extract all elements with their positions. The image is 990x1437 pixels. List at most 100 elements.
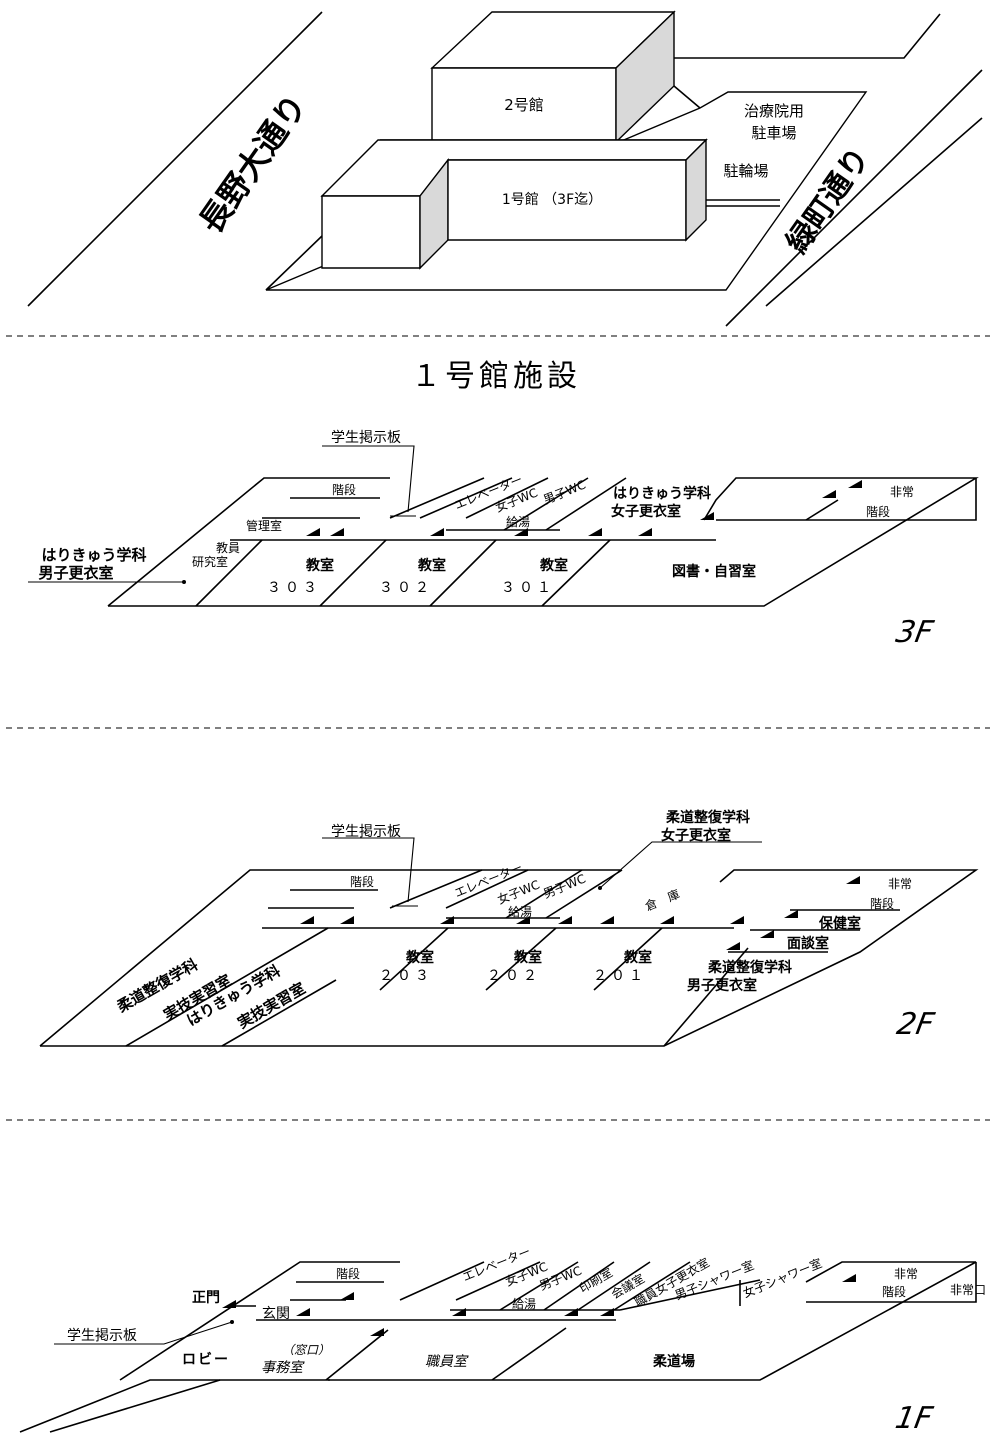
floor3-div-4 bbox=[541, 539, 611, 607]
floor2-div-3 bbox=[485, 927, 557, 991]
floor2-locker-m-label-1: 柔道整復学科 bbox=[707, 959, 792, 976]
door-icon bbox=[564, 1308, 578, 1316]
floor1-emg-box bbox=[806, 1262, 977, 1303]
floor2-wc-1 bbox=[505, 869, 583, 919]
door-icon bbox=[452, 1308, 466, 1316]
door-icon bbox=[842, 1274, 856, 1282]
floor2-div-1b bbox=[221, 979, 337, 1047]
door-icon bbox=[600, 916, 614, 924]
door-icon bbox=[588, 528, 602, 536]
floor2-emergency-stairs-label: 階段 bbox=[870, 896, 894, 911]
floor2-health-label: 保健室 bbox=[818, 915, 861, 932]
floor2-elev-1 bbox=[389, 869, 483, 909]
street-line-right-2 bbox=[765, 117, 983, 307]
floor2-locker-f-label-1: 柔道整復学科 bbox=[665, 809, 750, 826]
floor2-locker-f-label-2: 女子更衣室 bbox=[661, 827, 731, 844]
floor1-kitchen-label: 給湯 bbox=[512, 1297, 536, 1311]
door-icon bbox=[300, 916, 314, 924]
floor3-plan: 学生掲示板 階段 エレベーター 女子WC 男子WC 給湯 管理室 教員 研究室 … bbox=[28, 430, 979, 650]
floor2-room-201: ２０１ bbox=[593, 968, 647, 984]
floor1-judo-hall-label: 柔道場 bbox=[652, 1353, 695, 1370]
bicycle-parking-label: 駐輪場 bbox=[723, 162, 768, 180]
floor1-entrance-label: 玄関 bbox=[262, 1305, 290, 1322]
floor1-div-2 bbox=[491, 1327, 567, 1381]
door-icon bbox=[638, 528, 652, 536]
floor2-outline-front bbox=[40, 869, 979, 1047]
site-edge bbox=[265, 235, 323, 291]
floor2-plan: 学生掲示板 柔道整復学科 女子更衣室 階段 エレベーター 女子WC 男子WC 給… bbox=[39, 809, 979, 1047]
floor3-admin-label: 管理室 bbox=[246, 518, 282, 533]
door-icon bbox=[660, 916, 674, 924]
floor3-emergency-box bbox=[806, 478, 977, 521]
floor2-classroom-202-label: 教室 bbox=[514, 949, 542, 966]
floor3-div-2 bbox=[319, 539, 387, 607]
floor1-outline-right bbox=[328, 1261, 977, 1381]
floor2-emergency-label: 非常 bbox=[888, 877, 912, 891]
door-icon bbox=[340, 916, 354, 924]
door-icon bbox=[600, 1308, 614, 1316]
floor1-room-2 bbox=[613, 1261, 691, 1311]
floor2-bulletin-label: 学生掲示板 bbox=[331, 824, 401, 840]
floor2-classroom-203-label: 教室 bbox=[406, 949, 434, 966]
floor3-wc-3 bbox=[545, 477, 627, 531]
floor3-elev-1 bbox=[389, 477, 485, 519]
door-icon bbox=[330, 528, 344, 536]
floor3-emg-edge bbox=[805, 499, 839, 521]
floor3-div-3 bbox=[429, 539, 497, 607]
clinic-parking-label-2: 駐車場 bbox=[751, 124, 796, 142]
clinic-parking-label-1: 治療院用 bbox=[744, 102, 804, 120]
floor3-library-label: 図書・自習室 bbox=[672, 563, 756, 580]
floor3-locker-m-label-2: 男子更衣室 bbox=[38, 564, 113, 582]
floor3-classroom-303-label: 教室 bbox=[306, 557, 334, 574]
floor1-emergency-stairs-label: 階段 bbox=[882, 1284, 906, 1299]
floor3-locker-f-label-2: 女子更衣室 bbox=[611, 503, 681, 520]
door-icon bbox=[558, 916, 572, 924]
floor2-locker-leader bbox=[599, 841, 762, 889]
floor1-wc-1 bbox=[499, 1261, 579, 1311]
floor3-outline-front bbox=[108, 477, 979, 607]
floor1-emergency-label: 非常 bbox=[894, 1267, 918, 1281]
door-icon bbox=[700, 512, 714, 520]
floor3-stairs-label: 階段 bbox=[332, 482, 356, 497]
floor3-emergency-stairs-label: 階段 bbox=[866, 504, 890, 519]
building1-side bbox=[685, 138, 707, 242]
floor3-classroom-301-label: 教室 bbox=[540, 557, 568, 574]
floor2-stairs-label: 階段 bbox=[350, 874, 374, 889]
floor1-doors bbox=[222, 1274, 856, 1336]
door-icon bbox=[296, 1308, 310, 1316]
floor3-label: 3F bbox=[893, 615, 936, 650]
parking-edge bbox=[673, 85, 701, 109]
door-icon bbox=[514, 528, 528, 536]
floor3-outline-left bbox=[107, 477, 390, 607]
floor2-wc-2 bbox=[545, 869, 623, 919]
floor3-classroom-302-label: 教室 bbox=[418, 557, 446, 574]
floor2-div-5 bbox=[663, 947, 749, 1047]
floor3-room-301: ３０１ bbox=[501, 580, 555, 596]
floor2-div-2 bbox=[379, 927, 449, 991]
door-icon bbox=[306, 528, 320, 536]
floor1-label: 1F bbox=[893, 1401, 936, 1436]
door-icon bbox=[784, 910, 798, 918]
floor1-emergency-exit-label: 非常口 bbox=[950, 1283, 986, 1297]
floor1-room-3 bbox=[619, 1279, 761, 1311]
door-icon bbox=[222, 1300, 236, 1308]
floor1-room-1 bbox=[577, 1261, 651, 1311]
floor3-locker-f-label-1: はりきゅう学科 bbox=[613, 485, 711, 502]
floor1-women-shower-label: 女子シャワー室 bbox=[741, 1255, 825, 1300]
door-icon bbox=[730, 916, 744, 924]
floor3-room-302: ３０２ bbox=[379, 580, 433, 596]
floor2-elev-2 bbox=[445, 869, 529, 909]
floor3-wc-1 bbox=[465, 477, 549, 519]
floor3-room-303: ３０３ bbox=[267, 580, 321, 596]
floor3-wc-2 bbox=[503, 477, 589, 531]
floor2-storage-label: 倉 庫 bbox=[643, 886, 682, 913]
door-icon bbox=[822, 490, 836, 498]
section-title: １号館施設 bbox=[411, 359, 581, 394]
floor2-kitchen-label: 給湯 bbox=[508, 905, 532, 919]
street-line-left-1 bbox=[27, 11, 323, 307]
door-icon bbox=[370, 1328, 384, 1336]
floor1-lobby-label: ロビー bbox=[182, 1352, 230, 1368]
floor1-elev-1 bbox=[399, 1261, 485, 1301]
floor1-office-label: 事務室 bbox=[261, 1360, 305, 1376]
